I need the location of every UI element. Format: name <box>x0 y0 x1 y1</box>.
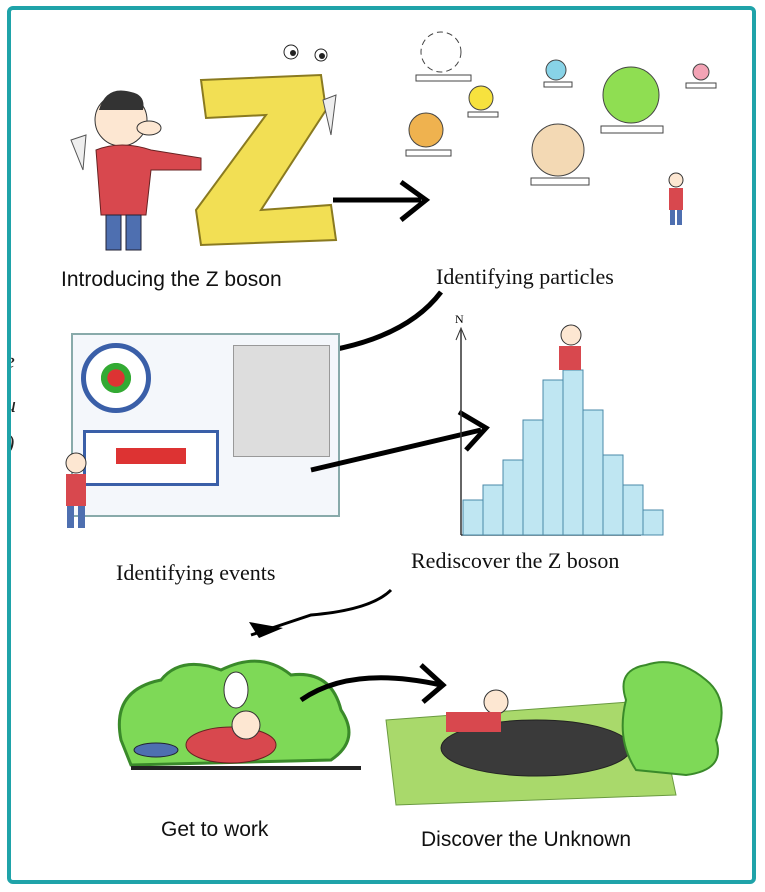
event-display-screen <box>71 333 340 517</box>
edge-fragment-3: ) <box>7 430 15 455</box>
panel-events: Identifying events <box>51 328 351 588</box>
panel-rediscover: N Rediscover the Z boson <box>391 310 711 590</box>
caption-unknown: Discover the Unknown <box>421 828 632 851</box>
arrow-events-to-rediscover <box>310 409 490 473</box>
panel-particles: Identifying particles <box>396 20 726 290</box>
data-panel <box>233 345 330 457</box>
caption-work: Get to work <box>161 818 269 841</box>
figure-frame: Introducing the Z boson <box>7 6 756 884</box>
arrow-intro-to-particles <box>333 179 431 222</box>
caption-events: Identifying events <box>116 560 276 585</box>
unknown-illustration <box>385 661 723 806</box>
panel-work: Get to work <box>101 650 381 850</box>
person-observer <box>65 452 87 528</box>
arrow-work-to-unknown <box>299 663 447 704</box>
arrow-rediscover-to-work <box>249 588 393 638</box>
caption-rediscover: Rediscover the Z boson <box>411 548 620 573</box>
intro-illustration <box>70 44 338 251</box>
histogram-illustration <box>455 324 664 536</box>
caption-intro: Introducing the Z boson <box>61 268 282 291</box>
detector-view <box>81 343 151 413</box>
edge-fragment-1: e <box>11 348 15 374</box>
edge-fragment-2: u <box>11 392 16 418</box>
caption-particles: Identifying particles <box>436 264 614 289</box>
work-illustration <box>117 659 361 770</box>
panel-intro: Introducing the Z boson <box>51 40 351 291</box>
particles-illustration <box>405 31 717 225</box>
histogram-axis-label: N <box>455 312 464 326</box>
detector-side-view <box>83 430 219 486</box>
panel-unknown: Discover the Unknown <box>385 660 736 860</box>
